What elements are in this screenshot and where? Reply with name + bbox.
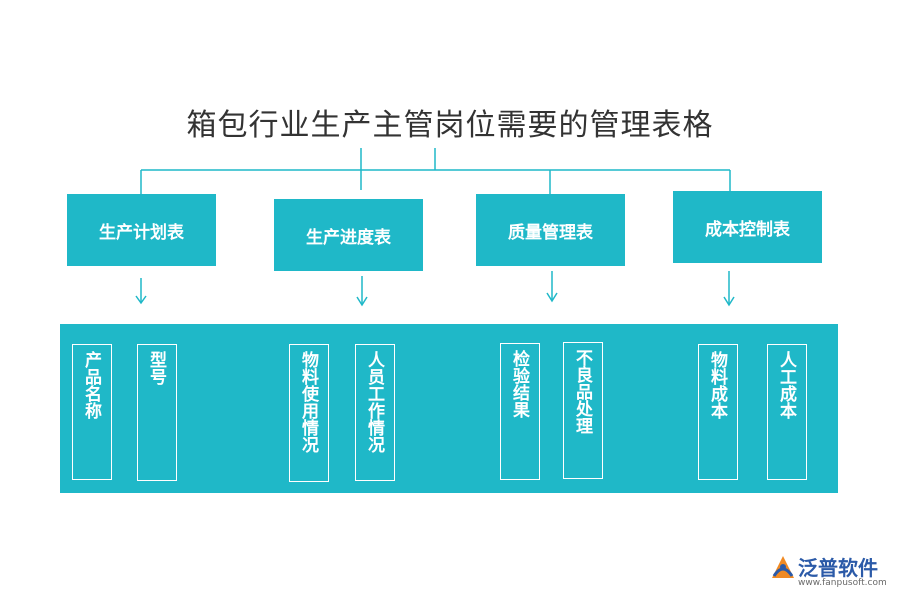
detail-item: 产品名称 [72,344,112,480]
logo-name: 泛普软件 [798,556,878,580]
table-box-quality-management: 质量管理表 [476,194,625,266]
arrow-head [356,296,368,307]
diagram-title: 箱包行业生产主管岗位需要的管理表格 [186,108,714,143]
arrow-head [723,296,735,307]
detail-item: 物料成本 [698,344,738,480]
detail-item: 物料使用情况 [289,344,329,482]
detail-item: 检验结果 [500,343,540,480]
fanpu-logo-icon [772,556,794,578]
table-box-production-plan: 生产计划表 [67,194,216,266]
fanpu-logo: 泛普软件 www.fanpusoft.com [770,552,890,592]
detail-item: 人员工作情况 [355,344,395,481]
logo-url: www.fanpusoft.com [798,578,887,588]
table-box-cost-control: 成本控制表 [673,191,822,263]
arrow-head [135,295,147,305]
detail-item: 不良品处理 [563,342,603,479]
detail-item: 人工成本 [767,344,807,480]
table-box-production-progress: 生产进度表 [274,199,423,271]
details-band [60,324,838,493]
arrow-head [546,292,558,303]
detail-item: 型号 [137,344,177,481]
